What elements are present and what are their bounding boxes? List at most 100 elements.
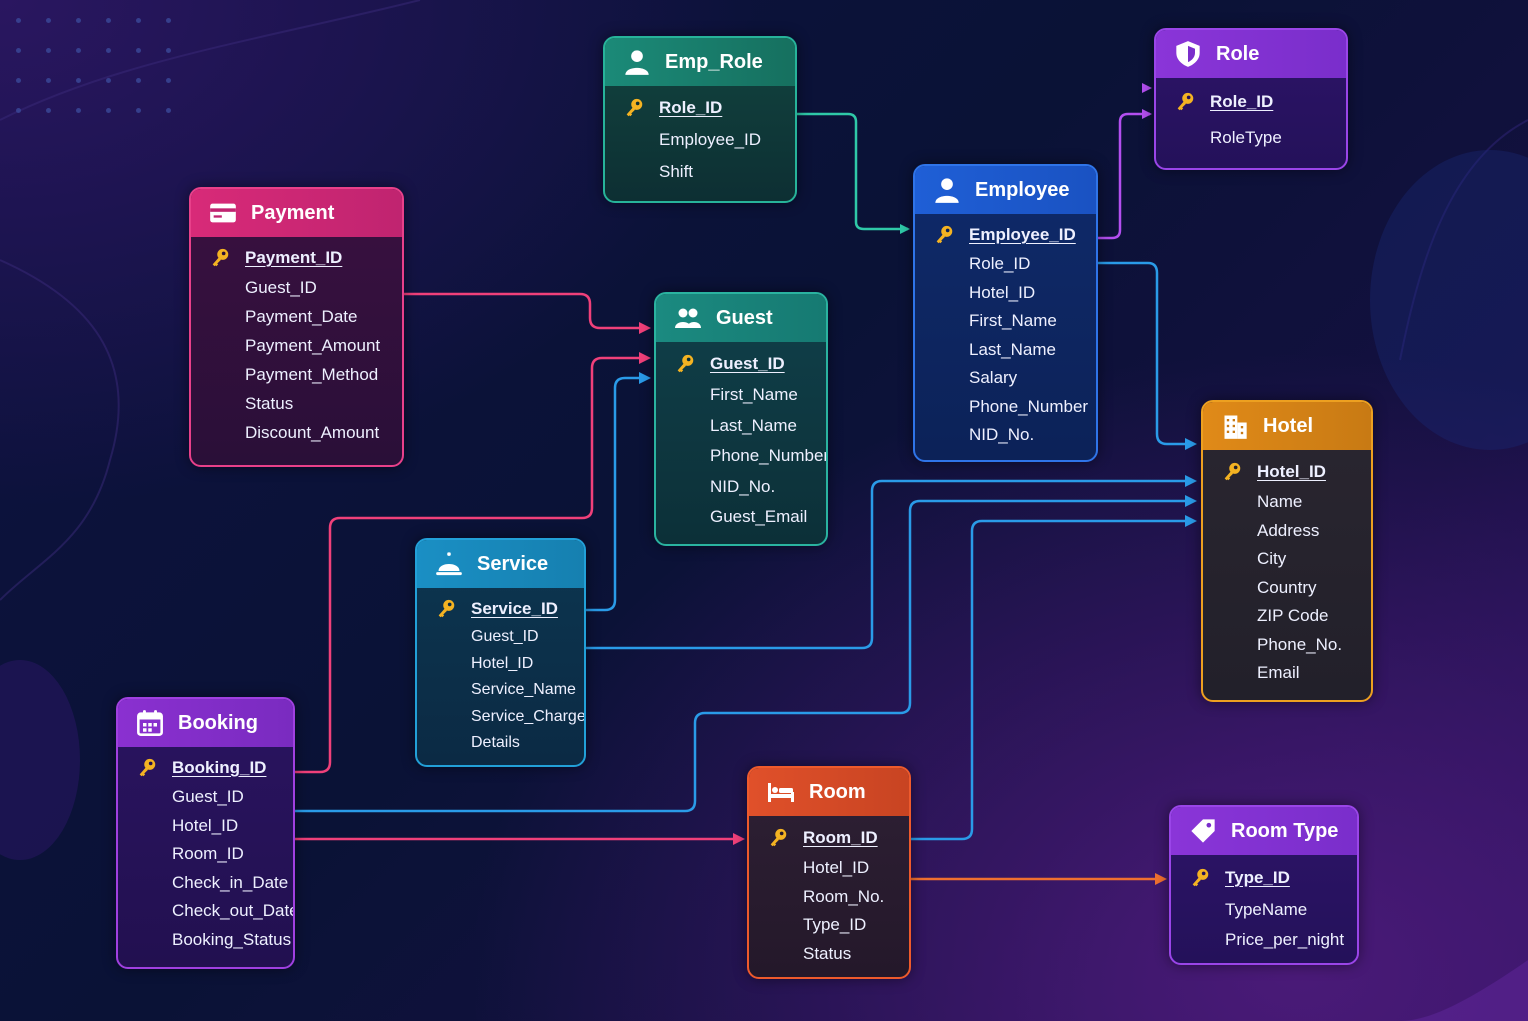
- key-icon: [677, 354, 694, 373]
- field: First_Name: [710, 385, 798, 404]
- decor-dot: [166, 18, 171, 23]
- field: Email: [1257, 663, 1300, 682]
- field: Guest_ID: [471, 628, 539, 645]
- key-icon: [1177, 92, 1194, 111]
- field: Status: [803, 943, 852, 963]
- key-icon: [626, 98, 643, 117]
- decor-dot: [16, 108, 21, 113]
- decor-dot: [166, 78, 171, 83]
- field: City: [1257, 549, 1287, 568]
- field: Last_Name: [710, 415, 797, 435]
- entity-title: Role: [1216, 42, 1260, 65]
- field: Hotel_ID: [471, 654, 534, 672]
- field: Role_ID: [969, 254, 1031, 273]
- field: NID_No.: [969, 425, 1035, 444]
- decor-dot: [16, 78, 21, 83]
- key-icon: [212, 248, 229, 266]
- entity-header: Payment: [191, 189, 402, 237]
- primary-key-field: Booking_ID: [118, 753, 293, 783]
- field: Guest_ID: [245, 277, 317, 297]
- field: Phone_Number: [969, 396, 1089, 416]
- entity-title: Payment: [251, 201, 335, 224]
- card-icon: [210, 203, 236, 223]
- entity-title: Service: [477, 552, 549, 575]
- entity-title: Room: [809, 780, 866, 803]
- entity-room-type[interactable]: Room Type Type_ID TypeName Price_per_nig…: [1169, 805, 1359, 965]
- field: Room_ID: [172, 844, 244, 863]
- decor-dot: [136, 78, 141, 83]
- entity-header: Employee: [915, 166, 1096, 214]
- tag-icon: [1191, 819, 1215, 843]
- field: Employee_ID: [659, 130, 762, 149]
- shield-icon: [1176, 41, 1200, 67]
- field: Salary: [969, 368, 1018, 387]
- decor-dot: [76, 108, 81, 113]
- decor-dot: [46, 48, 51, 53]
- entity-emp-role[interactable]: Emp_Role Role_ID Employee_ID Shift: [603, 36, 797, 203]
- field: ZIP Code: [1257, 606, 1329, 625]
- decor-dot: [16, 18, 21, 23]
- people-icon: [675, 308, 701, 328]
- primary-key-field: Role_ID: [605, 92, 795, 124]
- entity-employee[interactable]: Employee Employee_ID Role_ID Hotel_ID Fi…: [913, 164, 1098, 462]
- field: Country: [1257, 577, 1317, 597]
- field: Booking_Status: [172, 929, 292, 949]
- entity-service[interactable]: Service Service_ID Guest_ID Hotel_ID Ser…: [415, 538, 586, 767]
- entity-header: Booking: [118, 699, 293, 747]
- field: Name: [1257, 492, 1303, 511]
- entity-title: Employee: [975, 178, 1070, 201]
- key-icon: [1224, 462, 1241, 481]
- field: Hotel_ID: [969, 282, 1036, 302]
- field: Guest_ID: [172, 787, 244, 806]
- decor-dot: [46, 78, 51, 83]
- field: Check_in_Date: [172, 872, 289, 892]
- bell-icon: [436, 552, 462, 576]
- field: Payment_Date: [245, 306, 358, 326]
- decor-dot: [136, 48, 141, 53]
- building-icon: [1224, 415, 1247, 439]
- entity-role[interactable]: Role Role_ID RoleType: [1154, 28, 1348, 170]
- entity-payment[interactable]: Payment Payment_ID Guest_ID Payment_Date…: [189, 187, 404, 467]
- field: Hotel_ID: [172, 815, 239, 835]
- field: Service_Charge: [471, 707, 586, 725]
- entity-header: Service: [417, 540, 584, 588]
- decor-dot: [46, 108, 51, 113]
- field: Discount_Amount: [245, 422, 380, 442]
- decor-dot: [106, 78, 111, 83]
- primary-key-field: Role_ID: [1156, 84, 1346, 120]
- field: Address: [1257, 520, 1320, 540]
- field: Shift: [659, 162, 694, 181]
- primary-key-field: Room_ID: [749, 822, 909, 854]
- entity-header: Room Type: [1171, 807, 1357, 855]
- entity-header: Hotel: [1203, 402, 1371, 450]
- decor-dot: [106, 48, 111, 53]
- primary-key-field: Guest_ID: [656, 348, 826, 380]
- entity-booking[interactable]: Booking Booking_ID Guest_ID Hotel_ID Roo…: [116, 697, 295, 969]
- entity-title: Room Type: [1231, 819, 1339, 842]
- entity-header: Emp_Role: [605, 38, 795, 86]
- field: Type_ID: [803, 915, 867, 934]
- decor-dot: [46, 18, 51, 23]
- field: Hotel_ID: [803, 858, 870, 877]
- field: Payment_Method: [245, 364, 379, 384]
- entity-guest[interactable]: Guest Guest_ID First_Name Last_Name Phon…: [654, 292, 828, 546]
- key-icon: [936, 225, 953, 244]
- field: Details: [471, 734, 520, 751]
- decor-dot: [106, 108, 111, 113]
- field: Price_per_night: [1225, 930, 1345, 949]
- primary-key-field: Type_ID: [1171, 861, 1357, 895]
- field: TypeName: [1225, 900, 1308, 919]
- primary-key-field: Service_ID: [417, 594, 584, 624]
- calendar-icon: [137, 710, 163, 736]
- entity-title: Hotel: [1263, 414, 1313, 437]
- field: Service_Name: [471, 681, 576, 698]
- entity-header: Guest: [656, 294, 826, 342]
- field: NID_No.: [710, 476, 776, 496]
- key-icon: [139, 758, 156, 777]
- entity-title: Booking: [178, 711, 258, 734]
- field: Payment_Amount: [245, 335, 381, 355]
- field: First_Name: [969, 311, 1057, 330]
- entity-room[interactable]: Room Room_ID Hotel_ID Room_No. Type_ID S…: [747, 766, 911, 979]
- entity-hotel[interactable]: Hotel Hotel_ID Name Address City Country…: [1201, 400, 1373, 702]
